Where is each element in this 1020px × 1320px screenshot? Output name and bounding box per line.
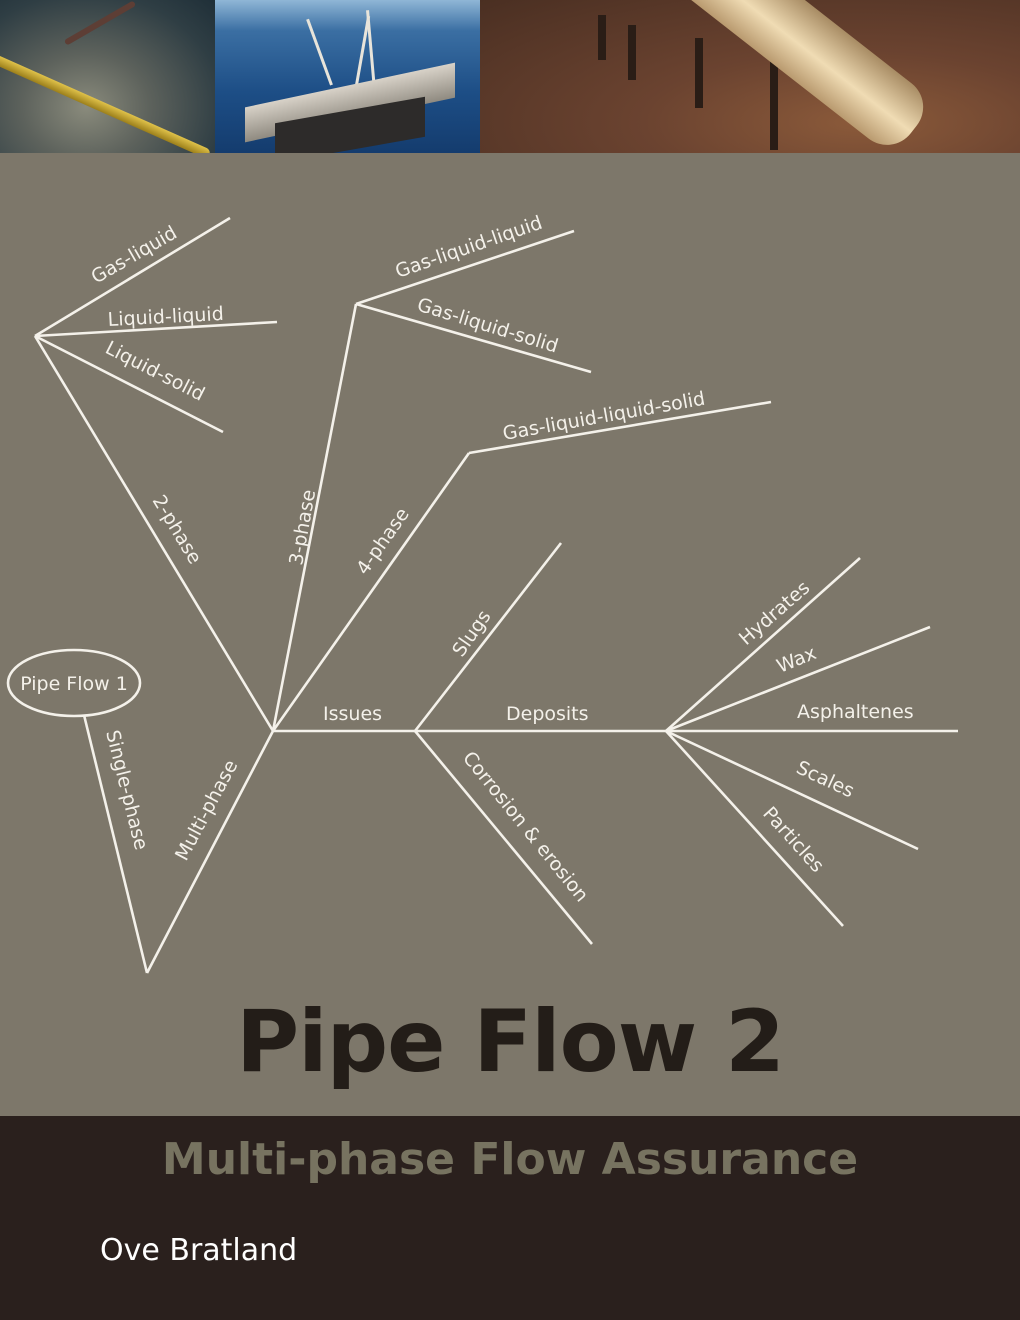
gas-liquid-branch [34,216,231,338]
single-phase-branch [82,714,149,974]
single-phase-label: Single-phase [101,728,152,852]
photo-detail [770,60,778,150]
slugs-branch [413,542,563,732]
asphaltenes-label: Asphaltenes [797,701,914,723]
deposits-label: Deposits [506,703,589,725]
book-title: Pipe Flow 2 [236,992,785,1092]
hydrates-branch [665,557,861,732]
scales-branch [665,729,919,851]
book-subtitle: Multi-phase Flow Assurance [161,1134,859,1185]
liquid-solid-label: Liquid-solid [102,337,208,406]
three-phase-label: 3-phase [285,488,320,567]
issues-label: Issues [323,703,382,725]
gas-liquid-solid-branch [355,302,592,374]
root-node-label: Pipe Flow 1 [20,673,128,695]
four-phase-label: 4-phase [352,504,414,579]
four-phase-branch [271,452,471,732]
root-node-outline [6,648,142,718]
photo-detail [628,25,636,80]
corrosion-erosion-branch [414,730,593,945]
slugs-label: Slugs [448,606,495,661]
cover-photo-strip [0,0,1020,153]
photo-detail [598,15,606,60]
subsea-pipeline-photo [0,0,215,153]
bottom-band [0,1116,1020,1320]
hydrates-label: Hydrates [735,577,814,650]
gas-liquid-liquid-solid-branch [468,400,772,455]
two-phase-label: 2-phase [148,491,206,568]
overland-pipeline-photo [480,0,1020,153]
three-phase-branch [271,303,358,732]
liquid-solid-branch [34,334,224,434]
liquid-liquid-branch [34,320,278,338]
gas-liquid-liquid-branch [355,229,575,306]
multi-phase-branch [145,730,275,974]
two-phase-branch [33,335,275,732]
offshore-pipelay-vessel-photo [215,0,480,153]
photo-detail [695,38,703,108]
gas-liquid-solid-label: Gas-liquid-solid [415,294,561,358]
gas-liquid-liquid-solid-label: Gas-liquid-liquid-solid [501,388,707,445]
corrosion-erosion-label: Corrosion & erosion [458,747,593,906]
particles-label: Particles [758,803,828,877]
wax-branch [665,625,931,733]
particles-branch [665,730,844,927]
author-name: Ove Bratland [100,1233,298,1268]
